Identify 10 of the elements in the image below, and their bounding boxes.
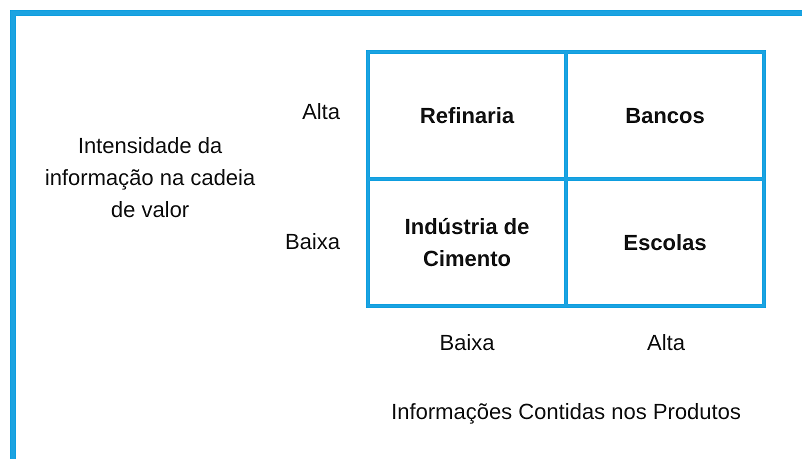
axis-title: Intensidade da informação na cadeia de valor — [44, 132, 256, 224]
level-label: Alta — [646, 329, 686, 357]
quadrant-label: Indústria de Cimento — [404, 212, 530, 272]
axis-title: Informações Contidas nos Produtos — [390, 398, 742, 426]
quadrant-label: Bancos — [625, 102, 705, 130]
level-label: Baixa — [438, 329, 496, 357]
level-label: Alta — [301, 98, 340, 126]
quadrant-label: Escolas — [623, 228, 707, 256]
quadrant-label: Refinaria — [420, 102, 514, 130]
level-label: Baixa — [284, 228, 340, 256]
